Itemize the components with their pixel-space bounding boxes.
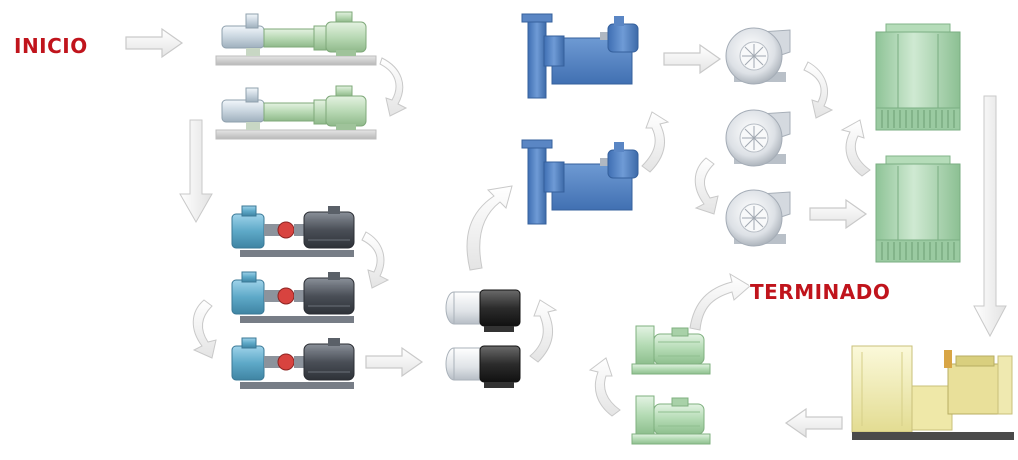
centrifugal-fan-3 [725, 189, 791, 247]
magnetic-drive-pumps [445, 289, 521, 389]
gear-pump-1 [231, 205, 355, 258]
end-label: TERMINADO [750, 280, 891, 304]
electric-motor-1 [631, 325, 711, 375]
magnetic-drive-pump-2 [445, 345, 521, 389]
curved-arrow-motor-up [588, 357, 621, 417]
progressive-cavity-pumps [215, 11, 377, 140]
progressive-cavity-pump-2 [215, 85, 377, 140]
arrow-down-left [179, 119, 213, 224]
blower-1 [521, 13, 639, 99]
gear-pumps [231, 205, 355, 390]
gear-pump-2 [231, 271, 355, 324]
curved-arrow-blower-up [641, 111, 670, 173]
cooling-towers [875, 23, 961, 263]
blower-2 [521, 139, 639, 225]
arrow-to-fan [663, 44, 721, 74]
curved-arrow-to-blower [466, 185, 513, 271]
curved-arrow-pc [379, 57, 408, 117]
curved-arrow-fan-2 [694, 157, 719, 215]
diesel-generator [851, 345, 1014, 440]
arrow-to-tower [809, 199, 867, 229]
curved-arrow-tower-1 [840, 119, 871, 177]
blowers [521, 13, 639, 225]
curved-arrow-fan-1 [803, 61, 834, 119]
centrifugal-fan-1 [725, 27, 791, 85]
curved-arrow-to-end [689, 272, 751, 331]
electric-motors [631, 325, 711, 445]
curved-arrow-gear-1 [361, 231, 390, 289]
arrow-to-mag [365, 347, 423, 377]
curved-arrow-gear-2 [192, 299, 217, 359]
arrow-to-motor [785, 408, 843, 438]
centrifugal-fans [725, 27, 791, 247]
electric-motor-2 [631, 395, 711, 445]
curved-arrow-mag-up [529, 299, 558, 363]
gear-pump-3 [231, 337, 355, 390]
centrifugal-fan-2 [725, 109, 791, 167]
cooling-tower-1 [875, 23, 961, 131]
flow-arrows [125, 28, 1007, 438]
progressive-cavity-pump-1 [215, 11, 377, 66]
cooling-tower-2 [875, 155, 961, 263]
arrow-start [125, 28, 183, 58]
arrow-down-right [973, 95, 1007, 338]
magnetic-drive-pump-1 [445, 289, 521, 333]
start-label: INICIO [14, 34, 88, 58]
